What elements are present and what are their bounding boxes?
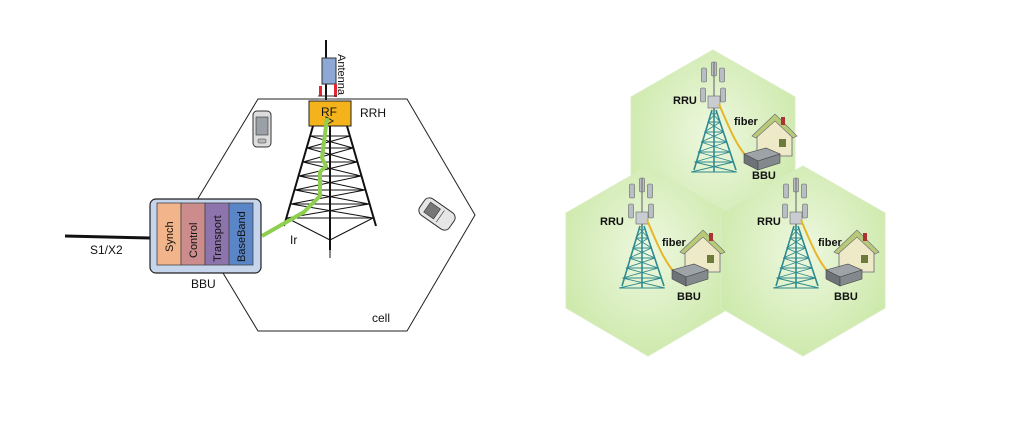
tower-lattice xyxy=(619,227,665,289)
rru-label: RRU xyxy=(600,216,624,228)
antenna-panel-icon xyxy=(719,67,725,83)
chimney-icon xyxy=(781,117,785,125)
tower-lattice xyxy=(691,111,737,173)
tower-lattice xyxy=(773,227,819,289)
s1x2-link xyxy=(64,234,151,240)
bbu-label: BBU xyxy=(677,291,701,303)
cell-hexagon xyxy=(187,98,476,332)
chimney-icon xyxy=(709,233,713,241)
bbu-box: Synch Control Transport BaseBand xyxy=(149,198,262,274)
antenna-panel-icon xyxy=(628,203,634,219)
baseband-label: BaseBand xyxy=(236,211,248,262)
right-diagram: RRU fiber BBU RRU fiber BBU RRU fiber BB… xyxy=(565,49,886,357)
antenna-panel-icon xyxy=(802,203,808,219)
antenna-panel-icon xyxy=(629,183,635,199)
antenna-panel-icon xyxy=(647,183,653,199)
rru-unit-icon xyxy=(789,211,803,225)
window-icon xyxy=(707,255,714,263)
bbu-label: BBU xyxy=(834,291,858,303)
window-icon xyxy=(779,139,786,147)
fiber-label: fiber xyxy=(662,237,687,249)
cell-site-bottom-right xyxy=(773,177,880,289)
cell-label: cell xyxy=(372,311,390,325)
antenna: Antenna xyxy=(318,40,347,100)
antenna-panel-icon xyxy=(782,203,788,219)
mobile-phone-icon xyxy=(252,110,272,148)
rru-unit-icon xyxy=(635,211,649,225)
bbu-label: BBU xyxy=(752,170,776,182)
antenna-panel-icon xyxy=(701,67,707,83)
fiber-label: fiber xyxy=(818,237,843,249)
antenna-panel-icon xyxy=(783,183,789,199)
flip-phone-icon xyxy=(418,197,456,231)
control-label: Control xyxy=(188,223,200,258)
antenna-panel-icon xyxy=(700,87,706,103)
antenna-panel-icon xyxy=(801,183,807,199)
roof-icon xyxy=(679,229,726,255)
rru-label: RRU xyxy=(757,216,781,228)
transport-label: Transport xyxy=(212,215,224,262)
chimney-icon xyxy=(863,233,867,241)
ir-label: Ir xyxy=(290,233,297,247)
bbu-unit-front xyxy=(757,153,781,171)
rrh-label: RRH xyxy=(360,106,386,120)
window-icon xyxy=(861,255,868,263)
cell-site-top xyxy=(691,61,798,173)
rru-label: RRU xyxy=(673,95,697,107)
rru-unit-icon xyxy=(707,95,721,109)
bbu-label: BBU xyxy=(191,277,216,291)
roof-icon xyxy=(833,229,880,255)
rf-label: RF xyxy=(321,105,337,119)
rf-box xyxy=(308,100,352,127)
roof-icon xyxy=(751,113,798,139)
synch-module xyxy=(156,202,182,266)
baseband-module xyxy=(228,202,254,266)
cell-site-bottom-left xyxy=(619,177,726,289)
synch-label: Synch xyxy=(164,221,176,252)
ir-link xyxy=(261,117,329,238)
antenna-panel-icon xyxy=(720,87,726,103)
control-module xyxy=(180,202,206,266)
antenna-panel-icon xyxy=(648,203,654,219)
antenna-label: Antenna xyxy=(335,54,347,96)
bbu-unit-front xyxy=(685,269,709,287)
fiber-label: fiber xyxy=(734,116,759,128)
transport-module xyxy=(204,202,230,266)
cell-hexagon-bottom-right xyxy=(720,165,886,357)
left-diagram: cell Antenna RF RRH Ir xyxy=(64,40,476,332)
bbu-unit-front xyxy=(839,269,863,287)
lattice-tower xyxy=(283,125,377,258)
s1x2-label: S1/X2 xyxy=(90,243,123,257)
